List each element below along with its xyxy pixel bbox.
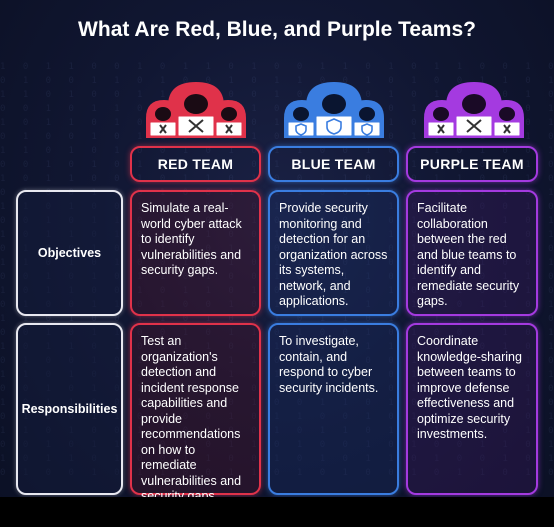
row-label-objectives: Objectives bbox=[16, 190, 123, 316]
blue-team-responsibilities: To investigate, contain, and respond to … bbox=[268, 323, 399, 495]
purple-team-responsibilities: Coordinate knowledge-sharing between tea… bbox=[406, 323, 538, 495]
row-label-responsibilities: Responsibilities bbox=[16, 323, 123, 495]
purple-team-header: PURPLE TEAM bbox=[406, 146, 538, 182]
red-team-hacker-icon bbox=[146, 82, 246, 138]
blue-team-hacker-icon bbox=[284, 82, 384, 138]
page-title: What Are Red, Blue, and Purple Teams? bbox=[78, 18, 476, 41]
red-team-responsibilities: Test an organization's detection and inc… bbox=[130, 323, 261, 503]
red-team-objectives: Simulate a real-world cyber attack to id… bbox=[130, 190, 261, 316]
purple-team-hacker-icon bbox=[424, 82, 524, 138]
blue-team-header: BLUE TEAM bbox=[268, 146, 399, 182]
blue-team-objectives: Provide security monitoring and detectio… bbox=[268, 190, 399, 316]
bottom-bar bbox=[0, 497, 554, 527]
red-team-header: RED TEAM bbox=[130, 146, 261, 182]
purple-team-objectives: Facilitate collaboration between the red… bbox=[406, 190, 538, 316]
